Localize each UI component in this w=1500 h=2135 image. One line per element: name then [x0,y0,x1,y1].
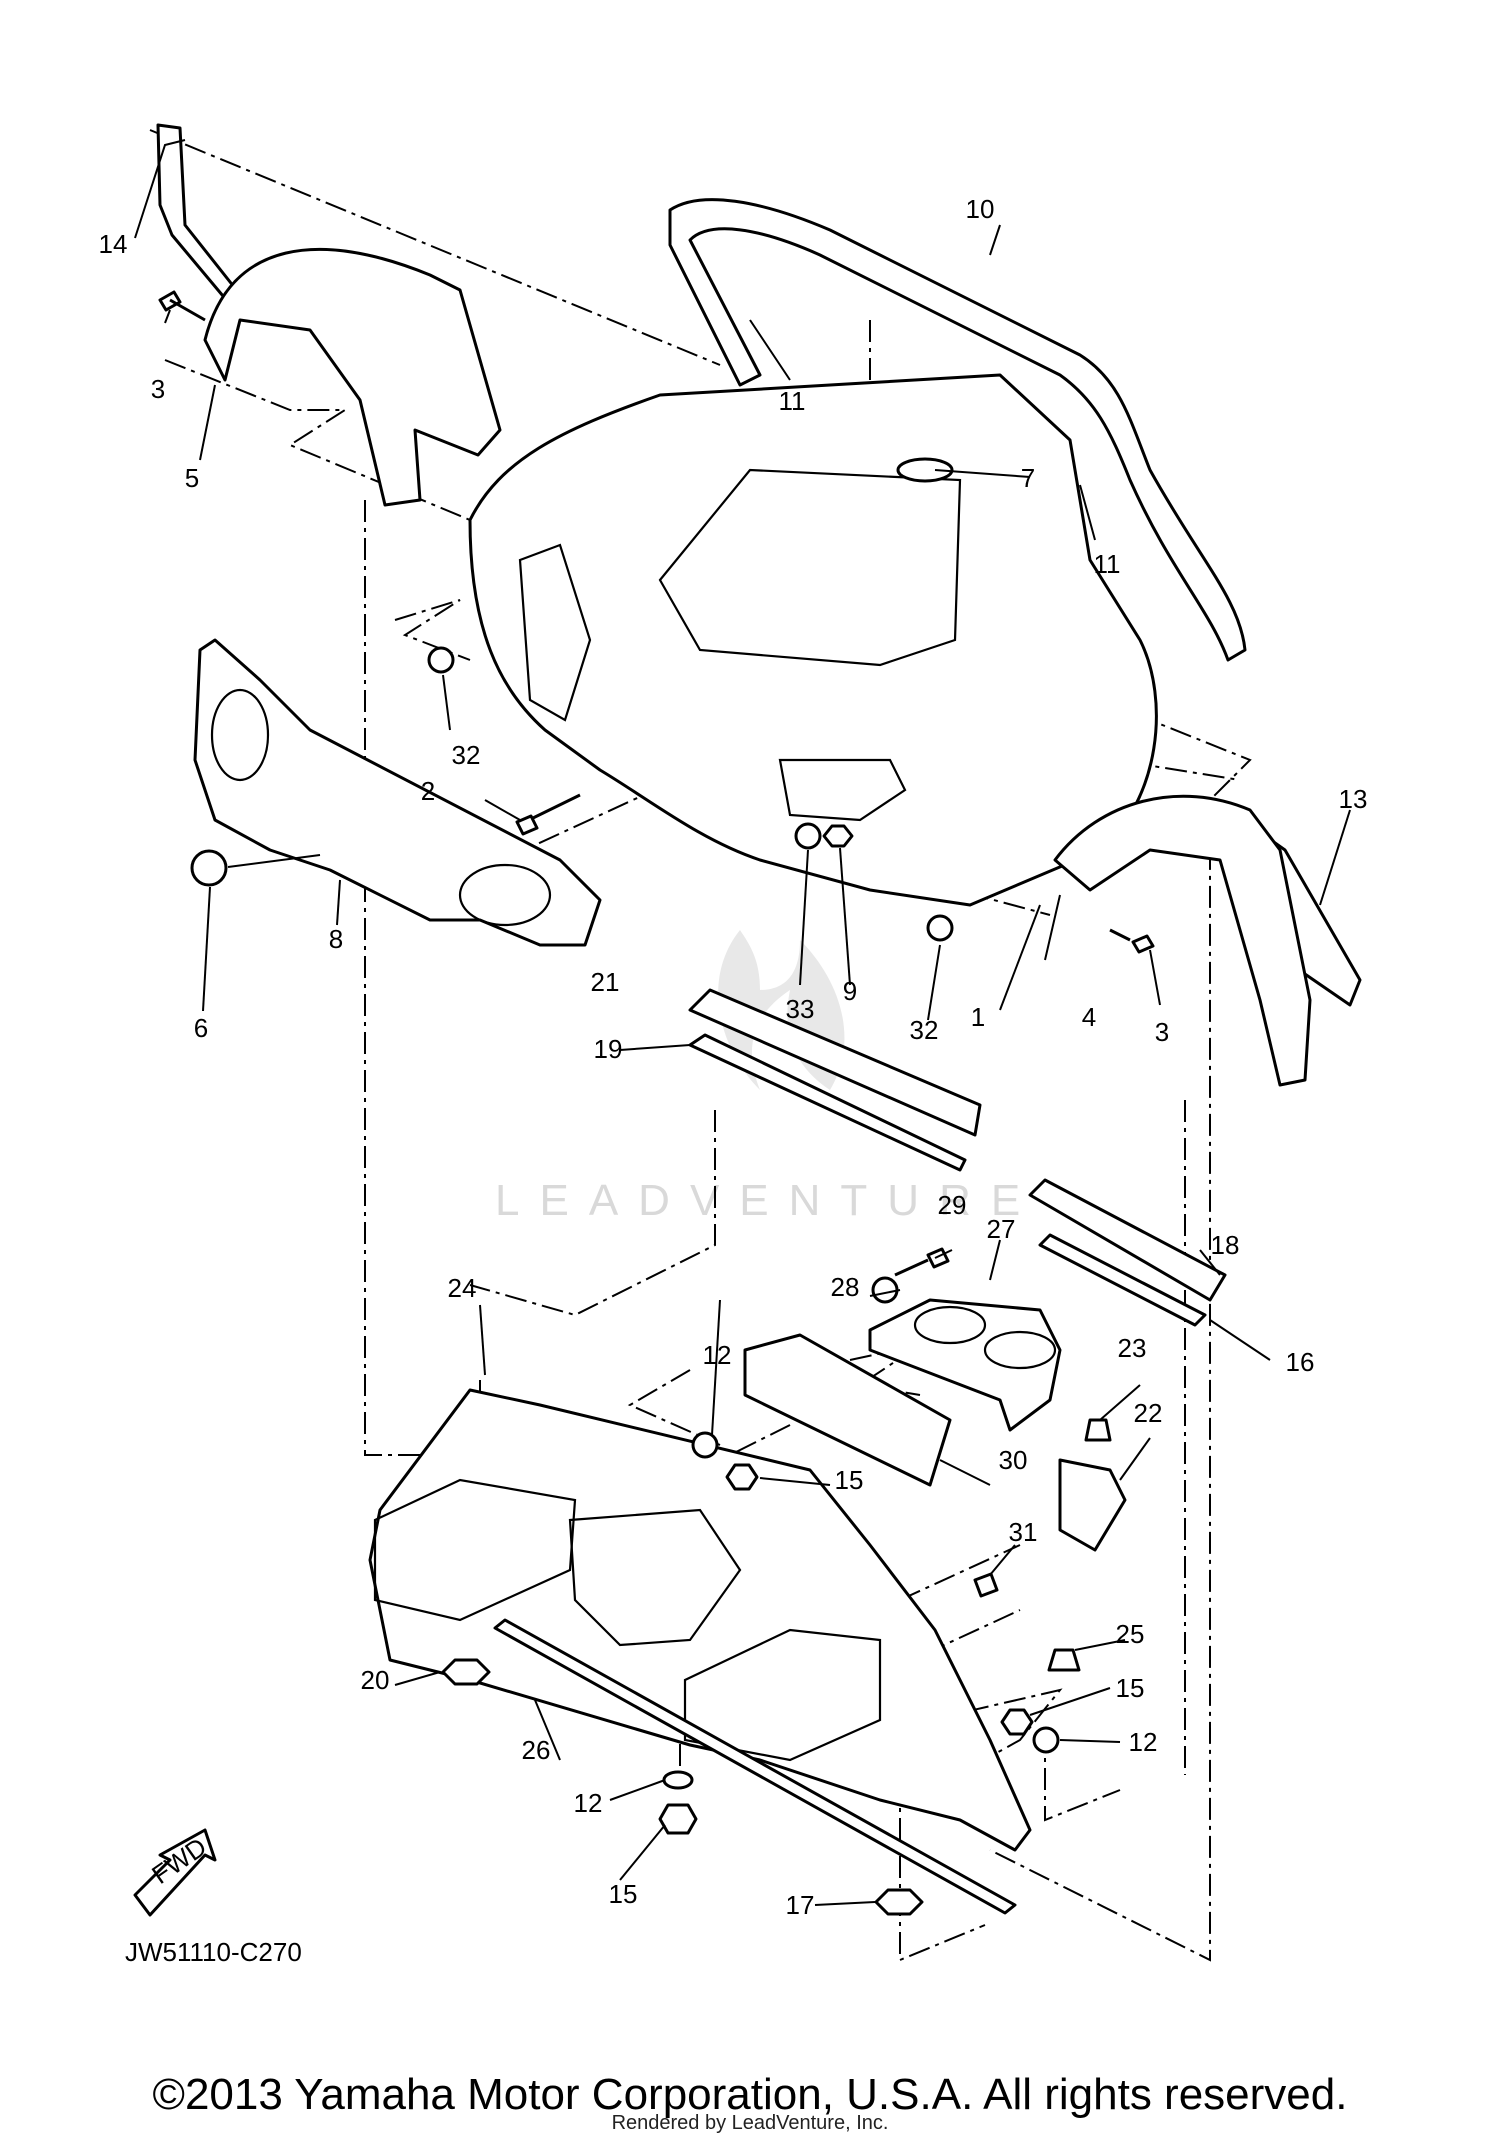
callout-15-b: 15 [1116,1673,1145,1703]
callout-6: 6 [194,1013,208,1043]
part-3-screw-left [158,290,206,322]
callout-28: 28 [831,1272,860,1302]
callout-10: 10 [966,194,995,224]
part-33-washer [794,822,822,850]
part-24-box-right [683,1628,882,1762]
part-6-emblem [190,849,228,887]
callout-31: 31 [1009,1517,1038,1547]
part-9-nut [822,824,854,848]
callout-7: 7 [1021,463,1035,493]
part-26-strip [493,1618,1017,1915]
part-5-left-fender [203,248,502,507]
part-19-strip [688,1033,967,1172]
callout-22: 22 [1134,1398,1163,1428]
callout-17: 17 [786,1890,815,1920]
callout-12-b: 12 [1129,1727,1158,1757]
part-1-vent-right [778,758,907,822]
part-12-washer-b [1032,1726,1060,1754]
callout-14: 14 [99,229,128,259]
callout-25: 25 [1116,1619,1145,1649]
callout-15-c: 15 [609,1879,638,1909]
fwd-arrow-icon: FWD [133,1828,217,1917]
callout-5: 5 [185,463,199,493]
callout-15-a: 15 [835,1465,864,1495]
callout-24: 24 [448,1273,477,1303]
part-15-nut-a [725,1463,759,1491]
part-22-bracket [1058,1458,1127,1552]
watermark-text: LEADVENTURE [495,1176,1040,1225]
callout-30: 30 [999,1445,1028,1475]
part-2-screw [515,793,581,836]
drawing-code: JW51110-C270 [125,1937,302,1967]
part-27-cup-right [983,1330,1057,1370]
part-7-cap [896,457,954,483]
callout-18: 18 [1211,1230,1240,1260]
part-10-rail [668,198,1247,662]
part-8-headlight-bezel [193,638,602,947]
callout-33: 33 [786,994,815,1024]
part-15-nut-b [1000,1708,1034,1736]
callout-labels: 1 2 3 3 4 5 6 7 8 9 10 11 11 12 12 12 12… [99,194,1368,1920]
part-29-screw [894,1247,950,1277]
part-16-strip [1038,1233,1207,1327]
part-21-upper-bar [688,988,982,1137]
callout-2: 2 [421,776,435,806]
callout-19: 19 [594,1034,623,1064]
callout-27: 27 [987,1214,1016,1244]
callout-13: 13 [1339,784,1368,814]
part-32-grommet-right [926,914,954,942]
part-8-lamp-left [210,688,270,782]
part-30-plate [743,1333,952,1487]
callout-11-left: 11 [779,386,806,416]
part-18-bar [1028,1178,1227,1302]
part-1-panel [658,468,962,667]
part-24-box-left [373,1478,577,1622]
part-23-clip [1084,1418,1112,1442]
callout-32-left: 32 [452,740,481,770]
part-12-washer-a [691,1431,719,1459]
callout-32-right: 32 [910,1015,939,1045]
callout-8: 8 [329,924,343,954]
callout-23: 23 [1118,1333,1147,1363]
leader-lines [134,139,1351,1906]
part-32-grommet-left [427,646,455,674]
callout-12-c: 12 [574,1788,603,1818]
callout-26: 26 [522,1735,551,1765]
part-14-bracket [156,123,240,304]
callout-4: 4 [1082,1002,1096,1032]
callout-29: 29 [938,1190,967,1220]
callout-20: 20 [361,1665,390,1695]
callout-21: 21 [591,967,620,997]
fasteners [158,290,1155,1916]
part-4-right-fender [1053,794,1312,1087]
rendered-by-notice: Rendered by LeadVenture, Inc. [611,2112,889,2134]
callout-9: 9 [843,976,857,1006]
part-31-clip [973,1572,999,1598]
part-25-clip [1047,1648,1081,1672]
callout-11-right: 11 [1094,549,1121,579]
callout-1: 1 [971,1002,985,1032]
part-12-washer-c [662,1770,694,1790]
part-24-inner [568,1508,742,1647]
part-15-nut-c [658,1803,698,1835]
part-20-nut [441,1658,491,1686]
callout-12-a: 12 [703,1340,732,1370]
callout-3-right: 3 [1155,1017,1169,1047]
part-27-cup-left [913,1305,987,1345]
part-28-washer [871,1276,899,1304]
part-17-nut [874,1888,924,1916]
part-3-screw-right [1109,928,1155,954]
callout-3-left: 3 [151,374,165,404]
callout-16: 16 [1286,1347,1315,1377]
part-1-vent [518,543,592,722]
copyright-notice: ©2013 Yamaha Motor Corporation, U.S.A. A… [152,2070,1348,2119]
part-8-lamp-right [458,863,552,927]
